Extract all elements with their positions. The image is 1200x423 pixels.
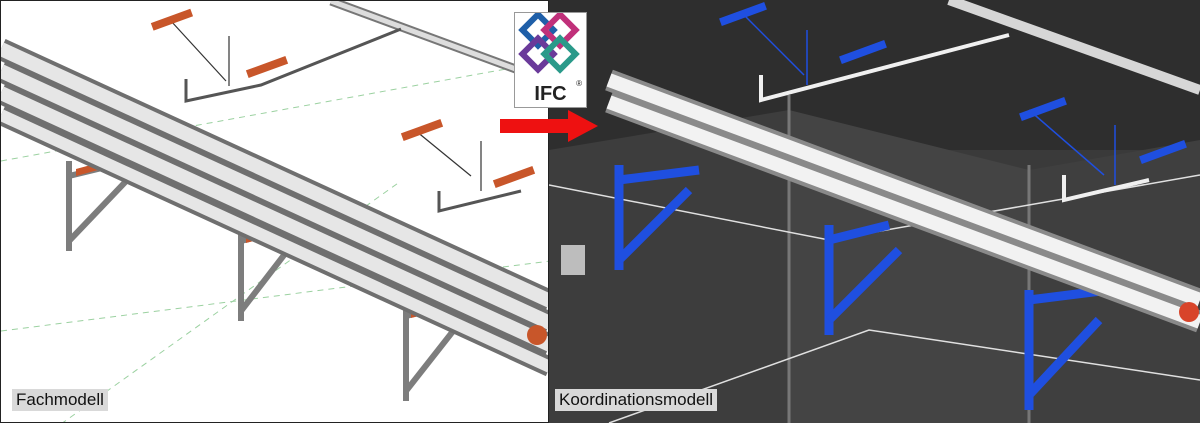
ifc-logo-text: IFC [534,83,567,105]
white-hanger-pipes [759,33,1150,203]
right-model-drawing [549,0,1200,423]
pipe-bundle-right [605,69,1200,333]
ifc-logo: IFC ® [514,12,587,108]
top-rod-right [947,0,1200,95]
fachmodell-caption: Fachmodell [12,389,108,411]
pipe-hangers [170,20,522,213]
koordinationsmodell-caption: Koordinationsmodell [555,389,718,411]
top-rod [329,1,523,76]
pipe-end-flange-right [1179,302,1199,322]
left-model-drawing [1,1,548,422]
hanger-plates [150,8,536,188]
blue-hanger-plates [719,2,1187,164]
registered-mark: ® [576,79,582,88]
ifc-logo-mark [518,13,580,74]
conversion-arrow-icon [500,110,598,142]
pipe-bundle [1,39,548,377]
wall-outlet-box [561,245,585,275]
blue-hanger-rods [743,14,1116,185]
koordinationsmodell-view [549,0,1200,423]
pipe-end-flange [527,325,547,345]
fachmodell-view [0,0,549,423]
wall-left [549,110,789,423]
